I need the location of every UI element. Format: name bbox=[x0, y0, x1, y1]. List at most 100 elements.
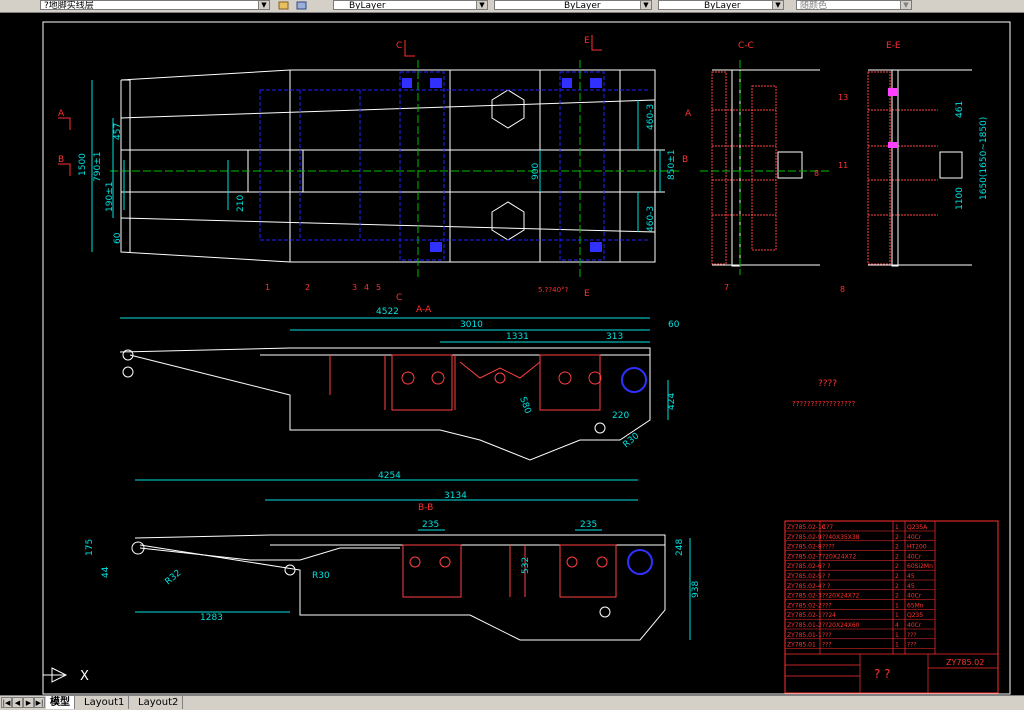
bb-dim-235-right: 235 bbox=[580, 520, 597, 530]
table-cell: ??? bbox=[907, 642, 917, 649]
aa-dim-3010: 3010 bbox=[460, 320, 483, 330]
color-combo[interactable]: ByLayer ▼ bbox=[333, 0, 488, 10]
table-cell: ? ? bbox=[822, 563, 830, 570]
section-label-e-bottom: E bbox=[584, 289, 590, 299]
aa-dim-4522: 4522 bbox=[376, 307, 399, 317]
section-aa-view: A-A 4522 3 bbox=[119, 305, 855, 461]
table-cell: ZY785.01 bbox=[787, 642, 816, 649]
layer-combo[interactable]: ?地脚实线层 ▼ bbox=[40, 0, 270, 10]
tab-model[interactable]: 模型 bbox=[46, 696, 75, 709]
bb-dim-r32: R32 bbox=[164, 568, 184, 587]
table-cell: 40Cr bbox=[907, 593, 922, 600]
table-cell: 45 bbox=[907, 573, 915, 580]
table-cell: ZY785.02-8 bbox=[787, 544, 822, 551]
table-cell: 4 bbox=[895, 622, 899, 629]
table-cell: 2 bbox=[895, 573, 899, 580]
section-label-b-left: B bbox=[58, 155, 64, 165]
table-cell: 65Mn bbox=[907, 602, 924, 609]
table-cell: ZY785.02-4 bbox=[787, 583, 822, 590]
table-cell: ??20X24X72 bbox=[822, 593, 860, 600]
plotstyle-combo[interactable]: 随颜色 ▼ bbox=[796, 0, 912, 10]
table-cell: ZY785.02-1 bbox=[787, 612, 822, 619]
section-label-c-bottom: C bbox=[396, 293, 402, 303]
linetype-combo[interactable]: ByLayer ▼ bbox=[494, 0, 652, 10]
table-cell: ??24 bbox=[822, 612, 836, 619]
table-cell: C?7 bbox=[822, 524, 833, 531]
section-cc-view: C-C 8 7 bbox=[700, 41, 830, 292]
cc-balloon: 8 bbox=[814, 169, 819, 178]
last-tab-icon[interactable]: ▶| bbox=[34, 697, 45, 708]
table-cell: 2 bbox=[895, 563, 899, 570]
table-cell: 40Cr bbox=[907, 622, 922, 629]
table-cell: 1 bbox=[895, 524, 899, 531]
layer-previous-icon[interactable] bbox=[296, 0, 308, 10]
table-cell: ZY785.01-1 bbox=[787, 632, 822, 639]
table-cell: HT200 bbox=[907, 544, 927, 551]
plan-view: 1500 790±1 190±1 457 60 210 460-3 900 85… bbox=[58, 35, 692, 303]
table-cell: ???? bbox=[822, 544, 835, 551]
aa-dim-424: 424 bbox=[667, 393, 677, 410]
aa-dim-220: 220 bbox=[612, 411, 629, 421]
aa-dim-60: 60 bbox=[668, 320, 680, 330]
plan-dim-790: 790±1 bbox=[93, 152, 103, 182]
chevron-down-icon[interactable]: ▼ bbox=[900, 1, 911, 9]
table-cell: 2 bbox=[895, 534, 899, 541]
plan-dim-190: 190±1 bbox=[105, 182, 115, 212]
bb-dim-235-left: 235 bbox=[422, 520, 439, 530]
color-combo-value: ByLayer bbox=[349, 1, 386, 10]
table-cell: 40Cr bbox=[907, 534, 922, 541]
plotstyle-combo-value: 随颜色 bbox=[800, 1, 828, 10]
chevron-down-icon[interactable]: ▼ bbox=[476, 1, 487, 9]
table-cell: 2 bbox=[895, 593, 899, 600]
ee-dim-1100: 1100 bbox=[955, 187, 965, 210]
balloon-1: 1 bbox=[265, 283, 270, 292]
table-cell: 1 bbox=[895, 642, 899, 649]
bb-dim-r30: R30 bbox=[312, 571, 330, 581]
chevron-down-icon[interactable]: ▼ bbox=[772, 1, 783, 9]
table-cell: Q235A bbox=[907, 524, 928, 531]
chevron-down-icon[interactable]: ▼ bbox=[640, 1, 651, 9]
table-cell: ZY785.02-9 bbox=[787, 534, 822, 541]
view-title-cc: C-C bbox=[738, 41, 754, 51]
ucs-icon: X bbox=[43, 667, 89, 684]
bb-dim-175: 175 bbox=[85, 539, 95, 556]
layer-make-current-icon[interactable] bbox=[278, 0, 290, 10]
bb-dim-938: 938 bbox=[691, 581, 701, 598]
bb-dim-248: 248 bbox=[675, 539, 685, 556]
table-cell: 2 bbox=[895, 583, 899, 590]
table-cell: 1 bbox=[895, 602, 899, 609]
note-title: ???? bbox=[818, 379, 837, 389]
section-label-e-top: E bbox=[584, 36, 590, 46]
tab-layout2[interactable]: Layout2 bbox=[134, 696, 184, 709]
balloon-13: 13 bbox=[838, 93, 848, 102]
next-tab-icon[interactable]: ▶ bbox=[23, 697, 34, 708]
ee-dim-1650: 1650(1650~1850) bbox=[979, 117, 989, 200]
bb-dim-3134: 3134 bbox=[444, 491, 467, 501]
layout-tabs-bar: |◀ ◀ ▶ ▶| 模型 Layout1 Layout2 bbox=[0, 695, 1024, 710]
table-cell: ZY785.02-7 bbox=[787, 553, 822, 560]
table-cell: ??? bbox=[822, 602, 832, 609]
first-tab-icon[interactable]: |◀ bbox=[1, 697, 12, 708]
prev-tab-icon[interactable]: ◀ bbox=[12, 697, 23, 708]
table-cell: 1 bbox=[895, 612, 899, 619]
lineweight-combo[interactable]: ByLayer ▼ bbox=[658, 0, 784, 10]
table-cell: ? ? bbox=[822, 573, 830, 580]
table-cell: 45 bbox=[907, 583, 915, 590]
plan-dim-210: 210 bbox=[236, 195, 246, 212]
table-cell: ZY785.02-2 bbox=[787, 602, 822, 609]
table-cell: ? ? bbox=[822, 583, 830, 590]
drawing-canvas[interactable]: 1500 790±1 190±1 457 60 210 460-3 900 85… bbox=[0, 12, 1024, 695]
table-cell: 40Cr bbox=[907, 553, 922, 560]
aa-dim-s80: S80 bbox=[517, 396, 532, 416]
balloon-3: 3 bbox=[352, 283, 357, 292]
tab-layout1[interactable]: Layout1 bbox=[80, 696, 130, 709]
plan-dim-900: 900 bbox=[531, 163, 541, 180]
table-cell: ??40X35X38 bbox=[822, 534, 860, 541]
note-text: ????????????????? bbox=[792, 400, 855, 408]
plan-dim-457: 457 bbox=[113, 123, 123, 140]
table-cell: 2 bbox=[895, 544, 899, 551]
plan-dim-460-bottom: 460-3 bbox=[646, 206, 656, 232]
section-label-b-right: B bbox=[682, 155, 688, 165]
chevron-down-icon[interactable]: ▼ bbox=[258, 1, 269, 9]
